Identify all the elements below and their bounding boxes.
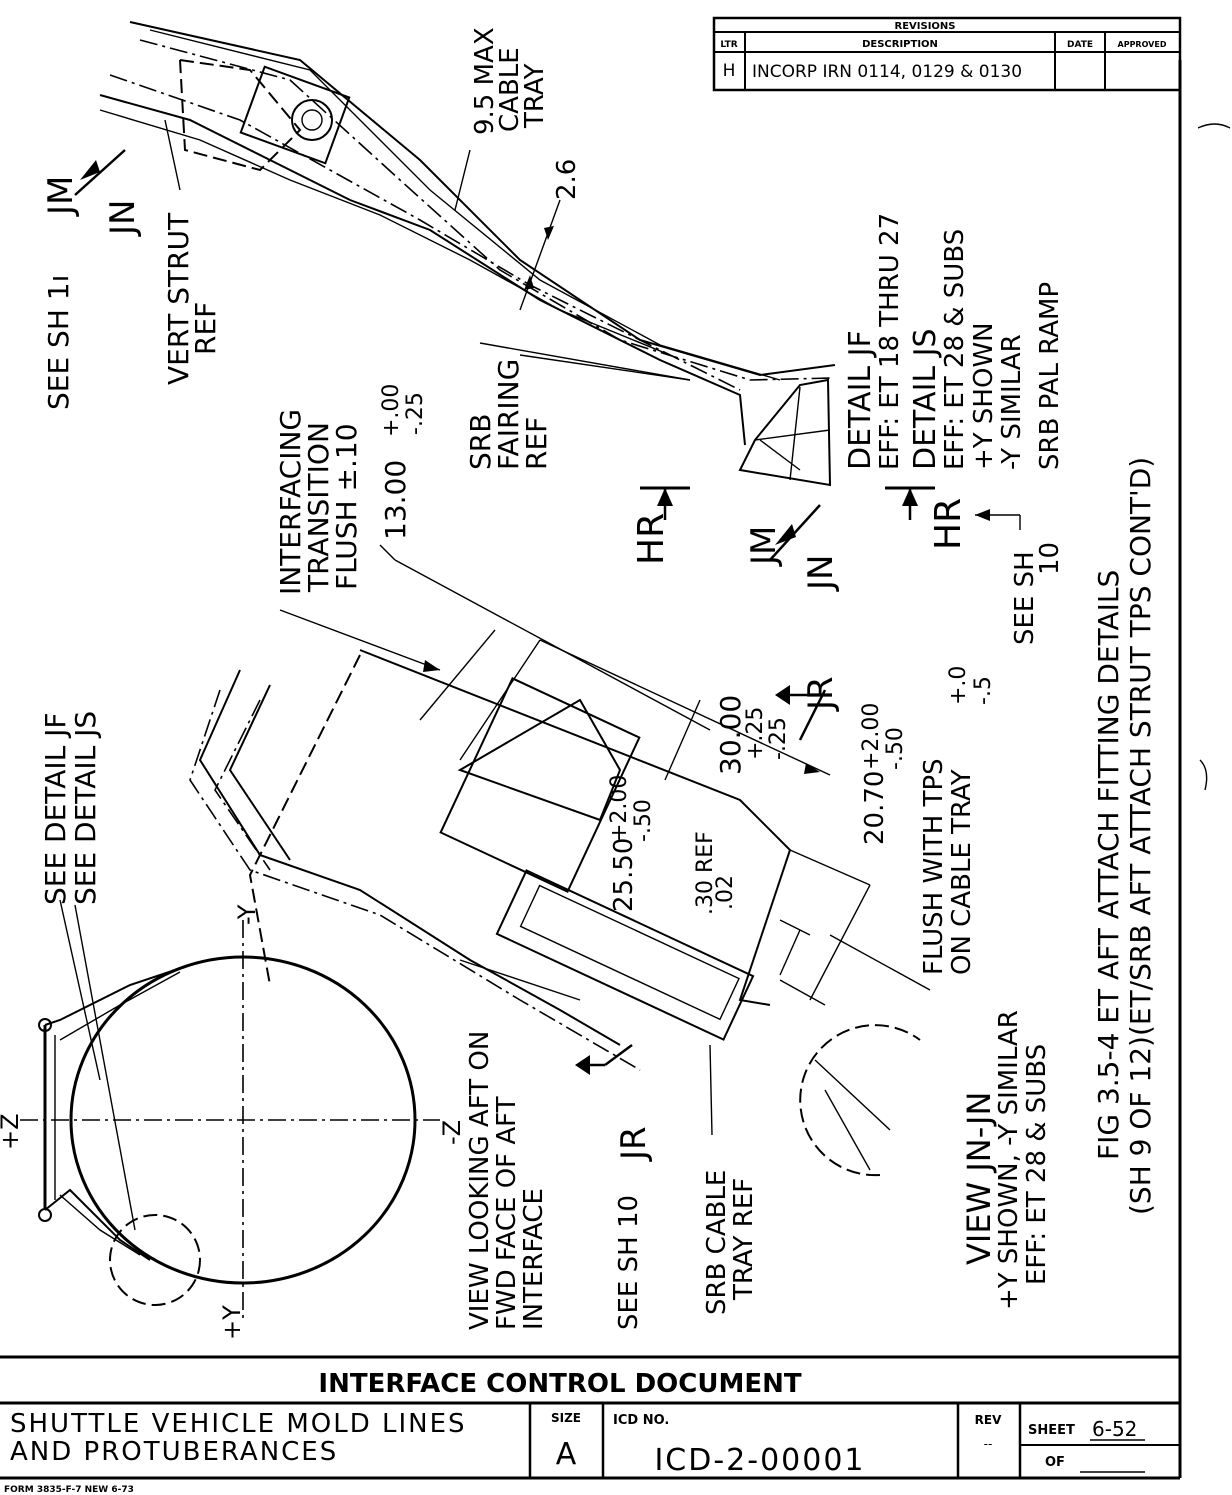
srb-fairing-label-3: REF <box>520 417 553 470</box>
lower-view-geometry <box>20 920 440 1320</box>
rev-label: REV <box>975 1413 1002 1427</box>
srb-pal-ramp: SRB PAL RAMP <box>1035 282 1065 470</box>
upper-view-geometry <box>74 21 1021 561</box>
dim-20-70-tol-minus: -.50 <box>883 727 908 770</box>
rev-col-description: DESCRIPTION <box>862 39 938 50</box>
see-sh-10-a: SEE SH <box>1010 551 1040 645</box>
rev-col-ltr: LTR <box>720 40 737 50</box>
section-jn-mid: JN <box>801 555 841 592</box>
see-detail-js: SEE DETAIL JS <box>69 711 102 905</box>
rev-col-date: DATE <box>1067 40 1093 50</box>
flush-tps-tol-minus: -.5 <box>971 676 996 705</box>
icd-number: ICD-2-00001 <box>654 1443 865 1478</box>
ref-02: .02 <box>713 875 738 910</box>
figure-caption: FIG 3.5-4 ET AFT ATTACH FITTING DETAILS … <box>1092 457 1157 1215</box>
caption-line-1: FIG 3.5-4 ET AFT ATTACH FITTING DETAILS <box>1092 570 1125 1160</box>
revisions-header: REVISIONS <box>895 21 956 32</box>
vert-strut-label-2: REF <box>189 302 222 355</box>
icd-label: ICD NO. <box>613 1413 669 1428</box>
section-jr-right: JR <box>801 676 841 712</box>
dim-25-50-tol-plus: +2.00 <box>607 775 632 842</box>
dim-13-tol-minus: -.25 <box>403 392 428 435</box>
dim-25-50: 25.50 <box>609 838 639 912</box>
dim-2-6: 2.6 <box>552 159 582 200</box>
see-detail-jf: SEE DETAIL JF <box>39 712 72 905</box>
upper-view-labels: SEE SH 1ı VERT STRUT REF 9.5 MAX CABLE T… <box>41 27 1065 645</box>
drawing-title-line-2: AND PROTUBERANCES <box>10 1437 338 1467</box>
view-jn-title: VIEW JN-JN <box>960 1092 998 1265</box>
srb-fairing-label-1: SRB <box>464 414 497 470</box>
middle-view-labels: INTERFACING TRANSITION FLUSH ±.10 13.00 … <box>39 384 1052 1315</box>
section-hr-left: HR <box>631 513 672 565</box>
view-looking-1: VIEW LOOKING AFT ON <box>465 1031 495 1330</box>
vert-strut-label-1: VERT STRUT <box>162 212 195 385</box>
view-jn-eff: EFF: ET 28 & SUBS <box>1022 1044 1052 1285</box>
see-sheet-label: SEE SH 1ı <box>42 275 75 410</box>
minus-y-similar: -Y SIMILAR <box>997 334 1027 470</box>
revision-block: REVISIONS LTR DESCRIPTION DATE APPROVED … <box>712 16 1182 92</box>
view-looking-2: FWD FACE OF AFT <box>492 1096 522 1330</box>
dim-30-tol-minus: -.25 <box>766 717 791 760</box>
section-jm-top: JM <box>41 176 81 217</box>
section-hr-right: HR <box>928 498 969 550</box>
middle-view-geometry <box>59 544 931 1231</box>
interfacing-label-1: INTERFACING <box>274 409 307 595</box>
view-jn-shown: +Y SHOWN, -Y SIMILAR <box>994 1010 1024 1310</box>
interfacing-label-3: FLUSH ±.10 <box>330 423 363 590</box>
cable-tray-label-3: TRAY <box>520 63 550 129</box>
dim-20-70-tol-plus: +2.00 <box>859 703 884 770</box>
axis-minus-z: -Z <box>438 1120 466 1145</box>
rev-col-approved: APPROVED <box>1118 40 1167 49</box>
margin-marks <box>1197 123 1231 791</box>
axis-plus-z: +Z <box>0 1113 24 1150</box>
axis-minus-y: -Y <box>233 904 261 925</box>
size-label: SIZE <box>551 1411 581 1425</box>
dim-25-50-tol-minus: -.50 <box>631 799 656 842</box>
section-jn-top: JN <box>103 200 143 237</box>
view-looking-3: INTERFACE <box>519 1188 549 1330</box>
form-number: FORM 3835-F-7 NEW 6-73 <box>4 1485 134 1495</box>
flush-tps-2: ON CABLE TRAY <box>947 769 977 975</box>
detail-jf-label: DETAIL JF <box>843 330 878 470</box>
see-sh-10-b: 10 <box>1035 542 1065 575</box>
cable-tray-label-1: 9.5 MAX <box>470 27 500 135</box>
ref-30: .30 REF <box>693 831 718 915</box>
sheet-value: 6-52 <box>1092 1417 1137 1441</box>
dim-30: 30.00 <box>714 695 747 775</box>
detail-js-eff: EFF: ET 28 & SUBS <box>940 229 970 470</box>
drawing-title-line-1: SHUTTLE VEHICLE MOLD LINES <box>10 1409 467 1439</box>
dim-20-70: 20.70 <box>860 771 890 845</box>
srb-cable-label-2: TRAY REF <box>729 1178 759 1301</box>
interfacing-label-2: TRANSITION <box>302 422 335 593</box>
dim-13: 13.00 <box>379 460 412 540</box>
sheet-label: SHEET <box>1028 1423 1075 1438</box>
flush-tps-tol-plus: +.0 <box>946 666 971 705</box>
plus-y-shown: +Y SHOWN <box>969 322 999 470</box>
srb-cable-label-1: SRB CABLE <box>702 1170 732 1315</box>
of-label: OF <box>1045 1455 1065 1470</box>
sheet-border <box>0 60 1182 1359</box>
title-block: INTERFACE CONTROL DOCUMENT SHUTTLE VEHIC… <box>0 1357 1182 1495</box>
see-sh-10: SEE SH 10 <box>614 1195 644 1330</box>
srb-fairing-label-2: FAIRING <box>492 359 525 470</box>
size-value: A <box>556 1437 577 1472</box>
cable-tray-label-2: CABLE <box>495 47 525 132</box>
section-jm-mid: JM <box>744 526 784 567</box>
rev-row-description: INCORP IRN 0114, 0129 & 0130 <box>752 62 1022 82</box>
lower-view-labels: +Z -Z +Y -Y VIEW LOOKING AFT ON FWD FACE… <box>0 904 644 1340</box>
flush-tps-1: FLUSH WITH TPS <box>919 758 949 975</box>
axis-plus-y: +Y <box>218 1305 246 1340</box>
rev-value: -- <box>984 1437 993 1451</box>
section-jr-left: JR <box>614 1126 654 1162</box>
dim-13-tol-plus: +.00 <box>379 384 404 437</box>
detail-js-label: DETAIL JS <box>908 328 943 470</box>
dim-30-tol-plus: +.25 <box>743 707 768 760</box>
rev-row-ltr: H <box>723 61 736 81</box>
detail-jf-eff: EFF: ET 18 THRU 27 <box>875 213 905 470</box>
caption-line-2: (SH 9 OF 12)(ET/SRB AFT ATTACH STRUT TPS… <box>1124 457 1157 1215</box>
title-block-header: INTERFACE CONTROL DOCUMENT <box>318 1369 801 1399</box>
